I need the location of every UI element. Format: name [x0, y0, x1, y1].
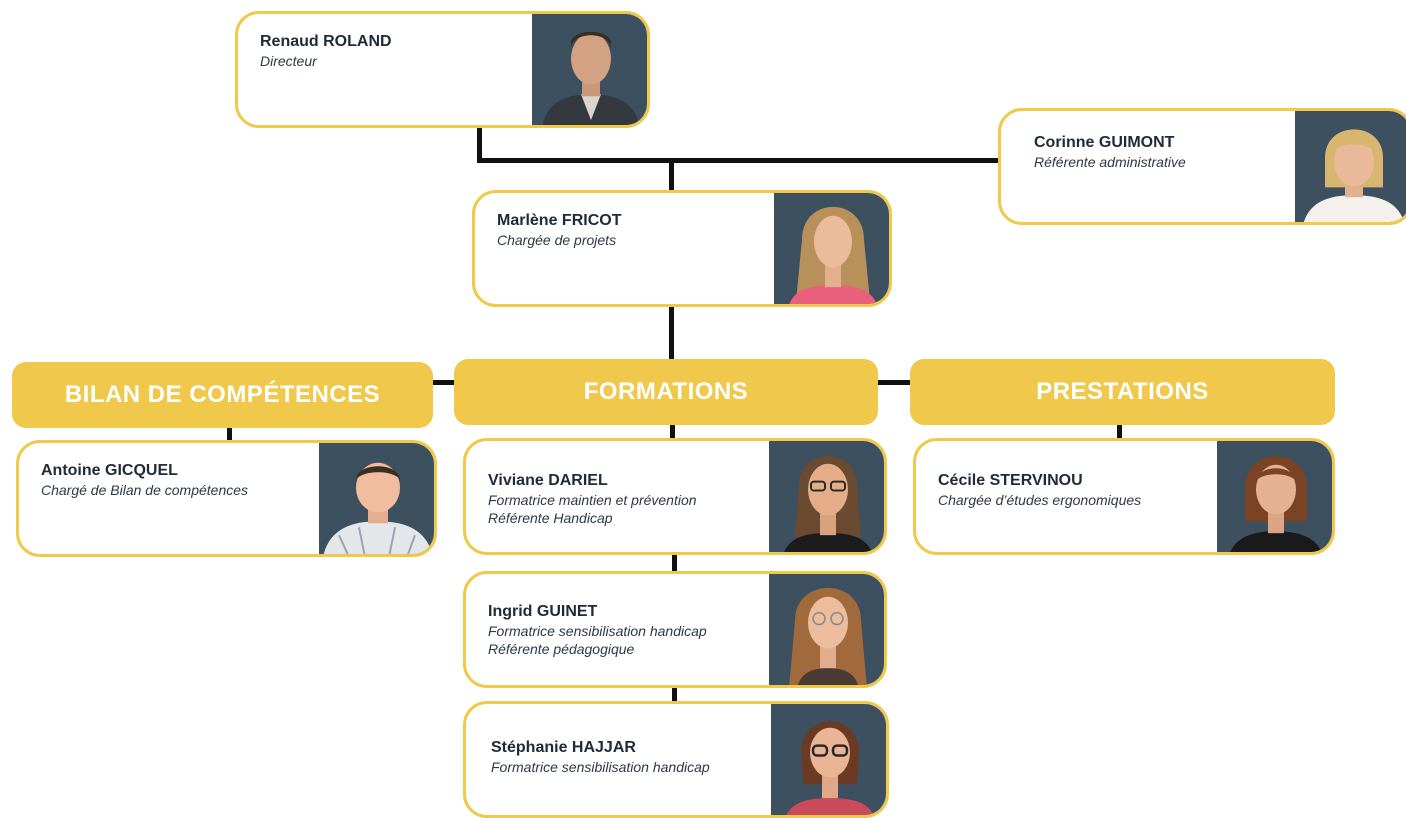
portrait-photo — [771, 704, 886, 815]
department-header-prestations: PRESTATIONS — [910, 359, 1335, 425]
person-name: Cécile STERVINOU — [938, 472, 1083, 489]
connector-director-down — [477, 126, 482, 162]
connector-viviane-ingrid — [672, 554, 677, 573]
portrait-man-icon — [542, 31, 640, 125]
connector-bilan-formations — [432, 380, 456, 385]
person-role: Formatrice sensibilisation handicap — [488, 623, 707, 639]
portrait-photo — [774, 193, 889, 304]
portrait-photo — [1217, 441, 1332, 552]
person-role: Chargé de Bilan de compétences — [41, 482, 249, 498]
person-card-director: Renaud ROLAND Directeur — [235, 11, 650, 128]
person-name: Corinne GUIMONT — [1034, 134, 1175, 151]
person-name: Ingrid GUINET — [488, 603, 598, 620]
department-header-formations: FORMATIONS — [454, 359, 878, 425]
person-card-stephanie: Stéphanie HAJJAR Formatrice sensibilisat… — [463, 701, 889, 818]
person-role: Formatrice sensibilisation handicap — [491, 759, 710, 775]
connector-top-horizontal — [477, 158, 1002, 163]
portrait-photo — [769, 441, 884, 552]
person-role: Référente administrative — [1034, 154, 1186, 170]
connector-formations-prestations — [877, 380, 913, 385]
connector-projects-down — [669, 306, 674, 364]
person-role: Référente pédagogique — [488, 641, 635, 657]
person-text: Renaud ROLAND Directeur — [260, 32, 517, 70]
portrait-photo — [532, 14, 647, 125]
portrait-woman-icon — [786, 721, 874, 815]
person-text: Corinne GUIMONT Référente administrative — [1034, 133, 1280, 171]
connector-prestations-down — [1117, 424, 1122, 440]
connector-to-projects — [669, 160, 674, 191]
person-name: Renaud ROLAND — [260, 33, 392, 50]
person-text: Stéphanie HAJJAR Formatrice sensibilisat… — [491, 738, 756, 776]
person-card-cecile: Cécile STERVINOU Chargée d’études ergono… — [913, 438, 1335, 555]
person-text: Viviane DARIEL Formatrice maintien et pr… — [488, 471, 754, 527]
portrait-woman-icon — [789, 206, 877, 304]
portrait-woman-icon — [789, 588, 867, 685]
person-card-projects: Marlène FRICOT Chargée de projets — [472, 190, 892, 307]
person-card-bilan: Antoine GICQUEL Chargé de Bilan de compé… — [16, 440, 437, 557]
connector-formations-down — [670, 424, 675, 440]
person-role: Directeur — [260, 53, 317, 69]
person-role: Référente Handicap — [488, 510, 613, 526]
person-name: Viviane DARIEL — [488, 472, 608, 489]
portrait-photo — [319, 443, 434, 554]
person-text: Antoine GICQUEL Chargé de Bilan de compé… — [41, 461, 304, 499]
portrait-man-icon — [323, 462, 433, 554]
person-text: Marlène FRICOT Chargée de projets — [497, 211, 759, 249]
connector-bilan-down — [227, 426, 232, 442]
person-role: Chargée d’études ergonomiques — [938, 492, 1142, 508]
person-text: Cécile STERVINOU Chargée d’études ergono… — [938, 471, 1202, 509]
department-header-bilan: BILAN DE COMPÉTENCES — [12, 362, 433, 428]
person-name: Stéphanie HAJJAR — [491, 739, 636, 756]
portrait-photo — [769, 574, 884, 685]
person-card-viviane: Viviane DARIEL Formatrice maintien et pr… — [463, 438, 887, 555]
person-role: Chargée de projets — [497, 232, 617, 248]
person-card-ingrid: Ingrid GUINET Formatrice sensibilisation… — [463, 571, 887, 688]
person-text: Ingrid GUINET Formatrice sensibilisation… — [488, 602, 754, 658]
person-name: Antoine GICQUEL — [41, 462, 178, 479]
portrait-woman-icon — [1304, 129, 1404, 222]
person-role: Formatrice maintien et prévention — [488, 492, 697, 508]
portrait-photo — [1295, 111, 1406, 222]
portrait-woman-icon — [784, 455, 872, 552]
person-name: Marlène FRICOT — [497, 212, 622, 229]
portrait-woman-icon — [1230, 456, 1322, 552]
connector-ingrid-stephanie — [672, 686, 677, 703]
person-card-admin: Corinne GUIMONT Référente administrative — [998, 108, 1406, 225]
